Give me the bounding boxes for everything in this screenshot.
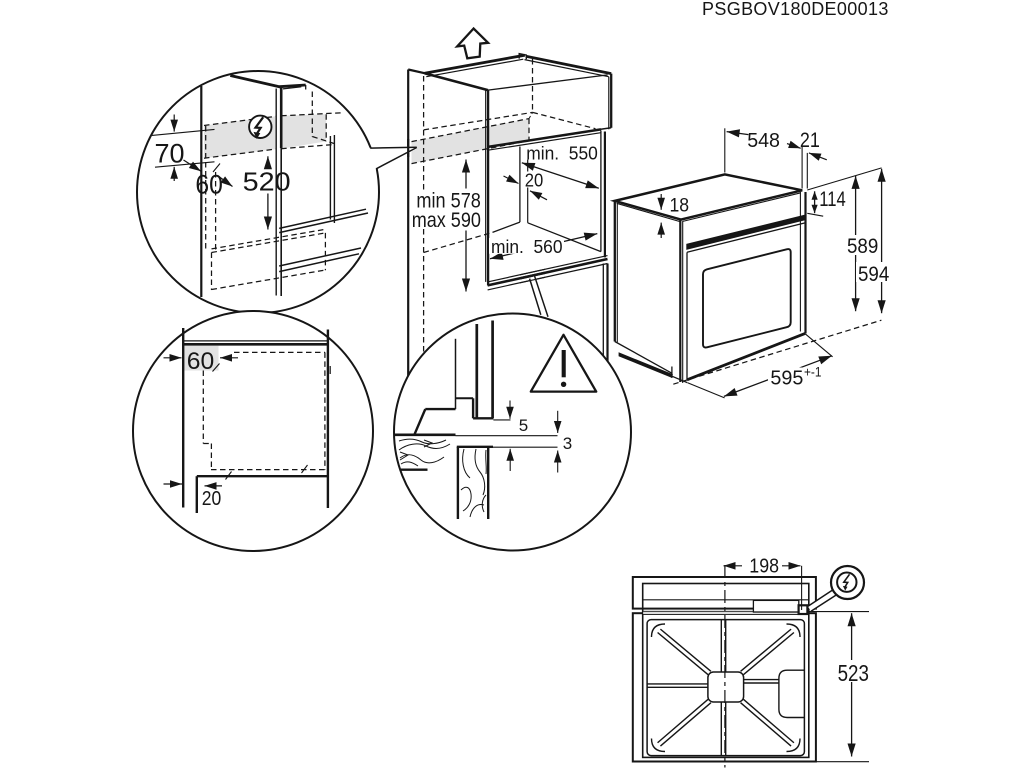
svg-text:595: 595 <box>770 367 803 389</box>
svg-text:594: 594 <box>858 263 890 286</box>
svg-text:min. 550: min. 550 <box>526 143 598 163</box>
svg-text:min 578: min 578 <box>416 189 481 212</box>
svg-text:60: 60 <box>187 348 215 375</box>
svg-text:548: 548 <box>747 130 780 152</box>
svg-text:20: 20 <box>202 488 222 510</box>
svg-text:21: 21 <box>800 129 820 152</box>
svg-text:523: 523 <box>838 660 869 686</box>
svg-text:70: 70 <box>155 139 185 169</box>
svg-text:60: 60 <box>195 169 223 199</box>
svg-text:18: 18 <box>670 195 690 216</box>
svg-text:5: 5 <box>519 416 528 435</box>
svg-text:+-1: +-1 <box>804 365 822 380</box>
svg-text:min. 560: min. 560 <box>491 237 563 257</box>
svg-text:198: 198 <box>749 554 779 577</box>
svg-text:114: 114 <box>819 188 846 211</box>
svg-text:20: 20 <box>525 170 544 191</box>
svg-text:3: 3 <box>563 434 572 453</box>
svg-text:520: 520 <box>243 168 291 196</box>
svg-text:589: 589 <box>847 235 878 258</box>
svg-text:PSGBOV180DE00013: PSGBOV180DE00013 <box>702 0 889 19</box>
svg-text:max 590: max 590 <box>412 209 481 232</box>
